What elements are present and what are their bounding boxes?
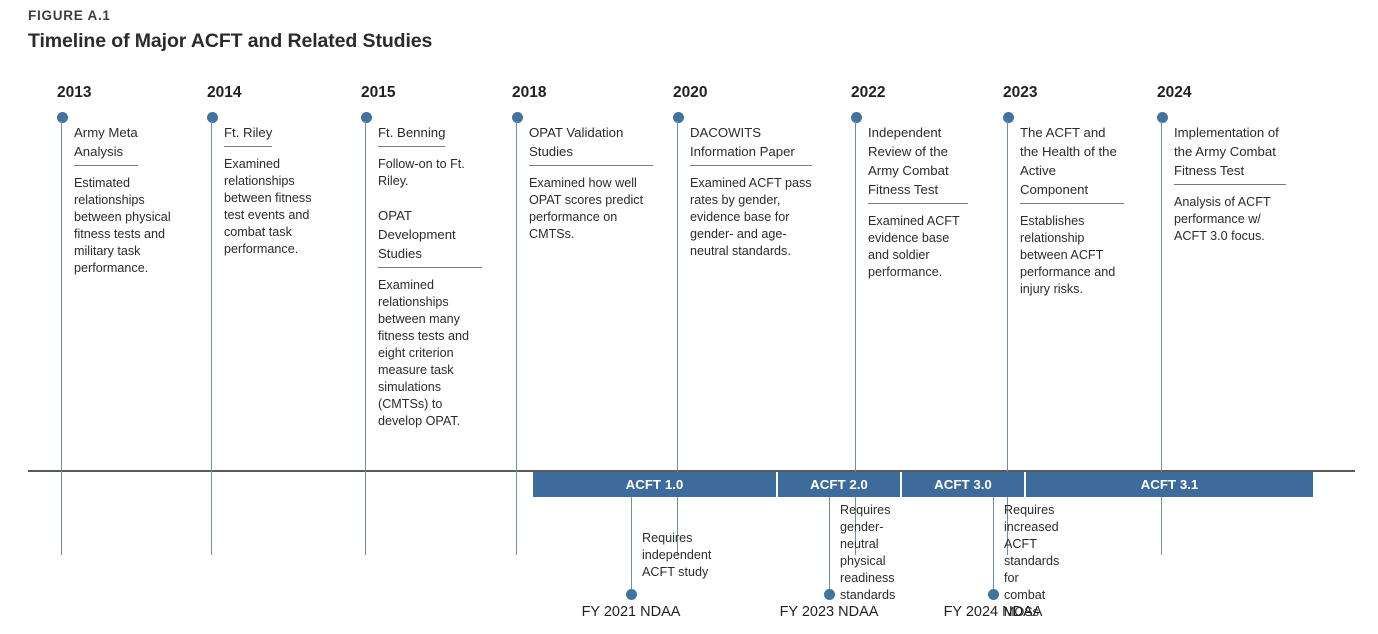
milestone-body: Estimated relationships between physical…: [74, 176, 171, 275]
milestone-card: Implementation of the Army Combat Fitnes…: [1174, 123, 1286, 245]
ndaa-dot-icon: [626, 589, 638, 600]
milestone-body: Analysis of ACFT performance w/ ACFT 3.0…: [1174, 195, 1271, 243]
milestone-dot-icon: [57, 112, 68, 123]
milestone-body: Establishes relationship between ACFT pe…: [1020, 214, 1116, 296]
year-label: 2023: [1003, 84, 1038, 101]
milestone-heading: Independent Review of the Army Combat Fi…: [868, 123, 968, 204]
milestone-dot-icon: [851, 112, 862, 123]
milestone-stem: [855, 121, 857, 555]
milestone-dot-icon: [1157, 112, 1168, 123]
milestone-card: DACOWITS Information Paper Examined ACFT…: [690, 123, 812, 260]
milestone-stem: [211, 121, 213, 555]
version-segment-acft-1-0[interactable]: ACFT 1.0: [533, 472, 776, 497]
milestone-stem: [516, 121, 518, 555]
milestone-card: Ft. Benning Follow-on to Ft. Riley. OPAT…: [378, 123, 482, 430]
year-label: 2014: [207, 84, 242, 101]
year-label: 2015: [361, 84, 396, 101]
milestone-card: Ft. Riley Examined relationships between…: [224, 123, 324, 258]
milestone-stem: [1161, 121, 1163, 555]
year-label: 2018: [512, 84, 547, 101]
version-segment-label: ACFT 1.0: [625, 477, 684, 492]
milestone-stem: [61, 121, 63, 555]
timeline-axis: [28, 470, 1355, 472]
version-segment-label: ACFT 2.0: [810, 477, 868, 492]
milestone-body: Examined ACFT evidence base and soldier …: [868, 214, 960, 279]
milestone-sub-heading: OPAT Development Studies: [378, 206, 482, 268]
ndaa-label: FY 2021 NDAA: [581, 604, 681, 620]
milestone-body: Follow-on to Ft. Riley.: [378, 157, 465, 188]
ndaa-dot-icon: [824, 589, 836, 600]
milestone-heading: OPAT Validation Studies: [529, 123, 653, 166]
year-label: 2020: [673, 84, 708, 101]
milestone-heading: Implementation of the Army Combat Fitnes…: [1174, 123, 1286, 185]
milestone-card: Army Meta Analysis Estimated relationshi…: [74, 123, 194, 277]
ndaa-stem: [631, 497, 633, 595]
milestone-card: OPAT Validation Studies Examined how wel…: [529, 123, 653, 243]
milestone-subsection: OPAT Development Studies Examined relati…: [378, 206, 482, 430]
milestone-stem: [1007, 121, 1009, 555]
milestone-body: Examined relationships between fitness t…: [224, 157, 312, 256]
milestone-dot-icon: [361, 112, 372, 123]
year-label: 2013: [57, 84, 92, 101]
version-segment-acft-2-0[interactable]: ACFT 2.0: [776, 472, 900, 497]
version-segment-acft-3-1[interactable]: ACFT 3.1: [1024, 472, 1313, 497]
ndaa-note: Requires independent ACFT study: [642, 531, 712, 579]
milestone-heading: Ft. Benning: [378, 123, 446, 147]
milestone-body: Examined ACFT pass rates by gender, evid…: [690, 176, 812, 258]
milestone-dot-icon: [673, 112, 684, 123]
milestone-dot-icon: [1003, 112, 1014, 123]
milestone-sub-body: Examined relationships between many fitn…: [378, 278, 470, 428]
ndaa-label: FY 2024 NDAA: [943, 604, 1043, 620]
milestone-heading: Ft. Riley: [224, 123, 273, 147]
version-segment-label: ACFT 3.1: [1140, 477, 1199, 492]
ndaa-note: Requires increased ACFT standards for co…: [1004, 503, 1060, 619]
milestone-dot-icon: [512, 112, 523, 123]
ndaa-stem: [829, 497, 831, 595]
year-label: 2024: [1157, 84, 1192, 101]
figure-label: FIGURE A.1: [28, 8, 111, 23]
version-segment-label: ACFT 3.0: [934, 477, 992, 492]
version-segment-acft-3-0[interactable]: ACFT 3.0: [900, 472, 1024, 497]
ndaa-dot-icon: [988, 589, 1000, 600]
milestone-heading: The ACFT and the Health of the Active Co…: [1020, 123, 1124, 204]
milestone-heading: DACOWITS Information Paper: [690, 123, 812, 166]
milestone-card: Independent Review of the Army Combat Fi…: [868, 123, 968, 281]
figure-title: Timeline of Major ACFT and Related Studi…: [28, 30, 433, 52]
ndaa-label: FY 2023 NDAA: [779, 604, 879, 620]
ndaa-note: Requires gender-neutral physical readine…: [840, 503, 896, 602]
milestone-stem: [677, 121, 679, 555]
milestone-body: Examined how well OPAT scores predict pe…: [529, 176, 644, 241]
ndaa-stem: [993, 497, 995, 595]
milestone-stem: [365, 121, 367, 555]
year-label: 2022: [851, 84, 886, 101]
milestone-dot-icon: [207, 112, 218, 123]
milestone-card: The ACFT and the Health of the Active Co…: [1020, 123, 1124, 298]
milestone-heading: Army Meta Analysis: [74, 123, 138, 166]
